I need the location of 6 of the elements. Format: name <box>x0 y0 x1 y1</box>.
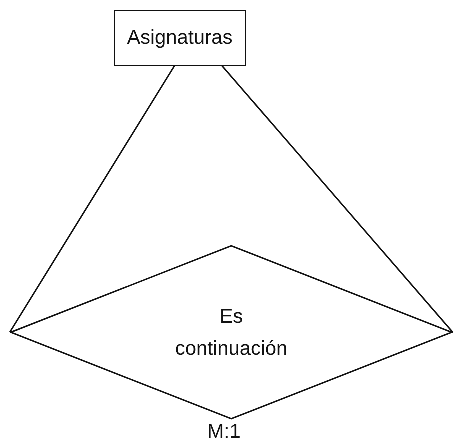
connector-line <box>222 66 454 333</box>
connector-line <box>9 66 176 333</box>
entity-name: Asignaturas <box>127 26 233 51</box>
entity-box <box>114 10 246 66</box>
relationship-name: Es continuación <box>174 304 289 362</box>
cardinality-label: M:1 <box>208 421 241 444</box>
